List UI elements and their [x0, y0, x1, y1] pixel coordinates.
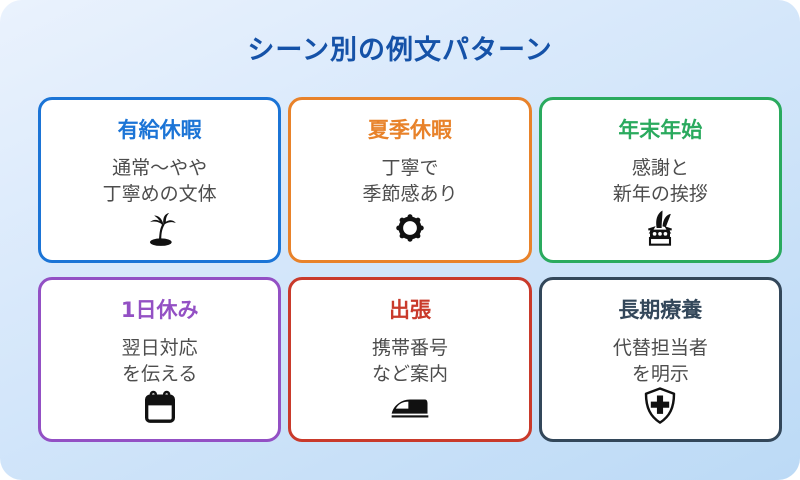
card-title: 出張 — [388, 297, 431, 322]
description-line: を明示 — [631, 363, 689, 386]
description-line: 丁寧で — [381, 157, 439, 180]
description-line: 季節感あり — [362, 183, 458, 206]
description-line: 代替担当者 — [612, 336, 708, 359]
description-line: 通常〜やや — [112, 157, 208, 180]
card-title: 長期療養 — [618, 297, 703, 322]
card-description: 携帯番号 など案内 — [372, 335, 448, 387]
card-description: 感謝と 新年の挨拶 — [613, 155, 708, 207]
card-description: 丁寧で 季節感あり — [362, 155, 457, 207]
card-title: 有給休暇 — [117, 118, 202, 142]
calendar-icon — [140, 387, 180, 427]
description-line: 丁寧めの文体 — [102, 183, 217, 206]
description-line: 携帯番号 — [371, 336, 448, 359]
card-long-term-care: 長期療養 代替担当者 を明示 — [538, 276, 782, 443]
description-line: 新年の挨拶 — [612, 183, 708, 206]
card-title: 夏季休暇 — [367, 118, 452, 142]
description-line: 翌日対応 — [121, 336, 198, 359]
card-new-year: 年末年始 感謝と 新年の挨拶 — [538, 97, 782, 263]
card-summer-vacation: 夏季休暇 丁寧で 季節感あり — [288, 97, 532, 263]
description-line: を伝える — [121, 363, 198, 386]
card-business-trip: 出張 携帯番号 など案内 — [288, 276, 532, 443]
palm-island-icon — [140, 208, 180, 248]
kadomatsu-icon — [639, 208, 681, 248]
card-paid-leave: 有給休暇 通常〜やや 丁寧めの文体 — [38, 97, 282, 263]
sun-icon — [390, 208, 430, 248]
description-line: など案内 — [371, 363, 448, 386]
shield-cross-icon — [639, 387, 681, 427]
card-description: 翌日対応 を伝える — [122, 335, 198, 387]
card-title: 年末年始 — [618, 118, 703, 142]
page-title: シーン別の例文パターン — [247, 35, 553, 66]
card-title: 1日休み — [120, 297, 199, 322]
train-icon — [388, 387, 432, 427]
card-description: 通常〜やや 丁寧めの文体 — [103, 155, 217, 207]
card-description: 代替担当者 を明示 — [613, 335, 708, 387]
card-one-day-off: 1日休み 翌日対応 を伝える — [38, 276, 282, 443]
card-grid: 有給休暇 通常〜やや 丁寧めの文体 夏季休暇 丁寧で — [38, 97, 782, 443]
description-line: 感謝と — [631, 157, 689, 180]
